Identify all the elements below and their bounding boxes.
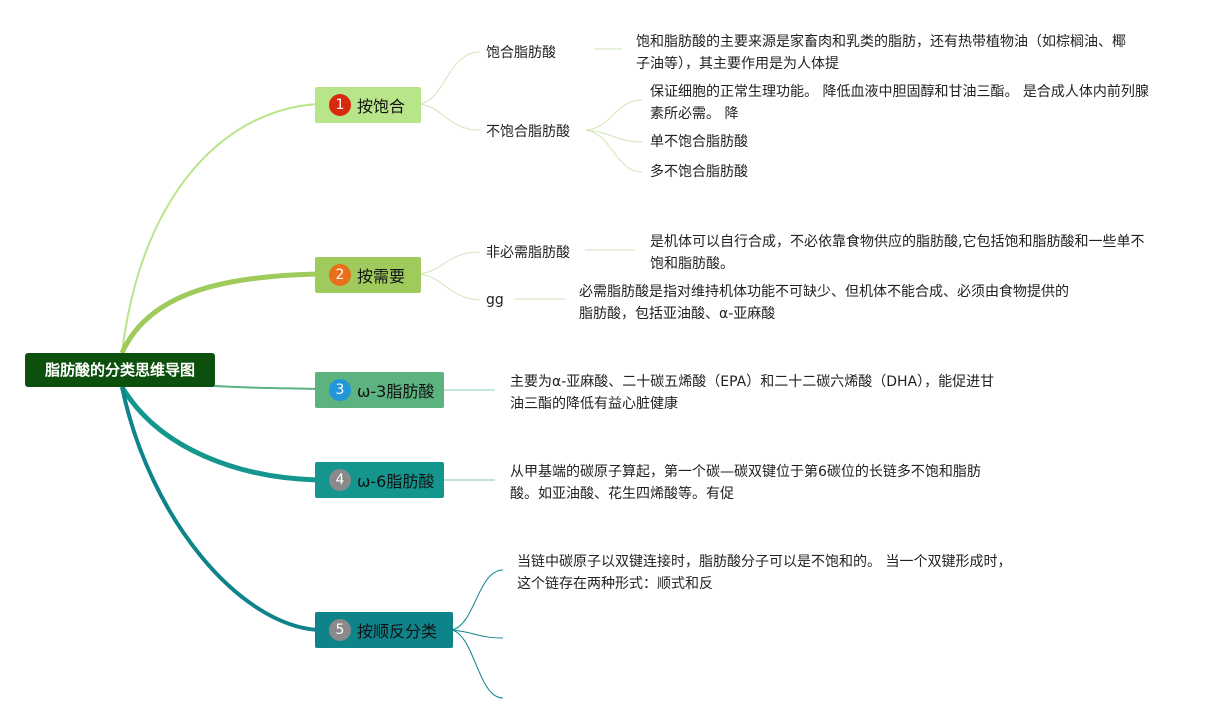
link-root-branch1 [121,103,319,354]
branch-node-3[interactable]: 3 ω-3脂肪酸 [315,372,444,408]
branch-node-5[interactable]: 5 按顺反分类 [315,612,453,648]
link-root-branch5 [120,386,319,632]
branch-node-1[interactable]: 1 按饱合 [315,87,421,123]
number-badge-3: 3 [329,379,351,401]
link-root-branch4 [119,385,319,483]
sub-node-saturated[interactable]: 饱合脂肪酸 [486,45,556,61]
number-badge-2: 2 [329,264,351,286]
note-saturated: 饱和脂肪酸的主要来源是家畜肉和乳类的脂肪，还有热带植物油（如棕榈油、椰子油等），… [636,34,1126,72]
link-b2-sub2 [419,273,481,301]
item-polyunsaturated: 多不饱合脂肪酸 [650,164,748,180]
number-badge-4: 4 [329,469,351,491]
branch-node-4[interactable]: 4 ω-6脂肪酸 [315,462,444,498]
link-root-branch2 [119,271,319,355]
note-omega3: 主要为α-亚麻酸、二十碳五烯酸（EPA）和二十二碳六烯酸（DHA），能促进甘油三… [510,374,995,412]
branch-label-5: 按顺反分类 [357,622,438,641]
link-b5-note [451,569,504,631]
link-b5-empty2 [451,629,504,699]
root-node[interactable]: 脂肪酸的分类思维导图 [25,353,215,387]
number-badge-1: 1 [329,94,351,116]
link-b1-sub2 [419,103,481,131]
item-unsaturated-function: 保证细胞的正常生理功能。 降低血液中胆固醇和甘油三酯。 是合成人体内前列腺素所必… [650,84,1149,122]
note-cis-trans: 当链中碳原子以双键连接时，脂肪酸分子可以是不饱和的。 当一个双键形成时，这个链存… [517,554,1012,592]
number-badge-5: 5 [329,619,351,641]
branch-label-4: ω-6脂肪酸 [357,472,435,491]
link-b1-sub1 [419,51,481,105]
branch-label-2: 按需要 [357,267,406,286]
link-b1-sub2-item2 [585,129,643,143]
sub-node-unsaturated[interactable]: 不饱合脂肪酸 [486,124,570,140]
note-essential: 必需脂肪酸是指对维持机体功能不可缺少、但机体不能合成、必须由食物提供的脂肪酸，包… [579,284,1069,322]
sub-node-gg[interactable]: gg [486,292,504,308]
sub-node-nonessential[interactable]: 非必需脂肪酸 [486,245,570,261]
branch-label-1: 按饱合 [357,97,406,116]
note-omega6: 从甲基端的碳原子算起，第一个碳—碳双键位于第6碳位的长链多不饱和脂肪酸。如亚油酸… [510,464,981,502]
branch-node-2[interactable]: 2 按需要 [315,257,421,293]
link-b2-sub1 [419,251,481,275]
link-b1-sub2-item3 [585,129,643,173]
link-b1-sub2-item1 [585,99,643,131]
item-monounsaturated: 单不饱合脂肪酸 [650,134,748,150]
link-b5-empty1 [451,629,504,639]
branch-label-3: ω-3脂肪酸 [357,382,435,401]
note-nonessential: 是机体可以自行合成，不必依靠食物供应的脂肪酸,它包括饱和脂肪酸和一些单不饱和脂肪… [650,234,1145,272]
